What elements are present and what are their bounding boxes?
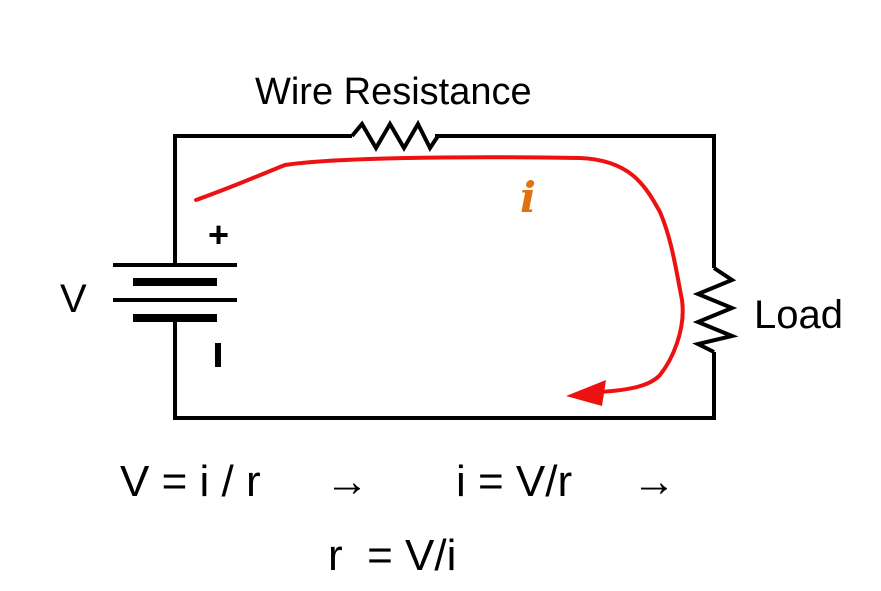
battery-symbol (113, 263, 237, 322)
plus-sign: + (208, 214, 229, 255)
equation-v-equals-i-over-r: V = i / r (120, 457, 261, 506)
wire-resistor-symbol (350, 119, 440, 152)
wire-resistance-label: Wire Resistance (255, 71, 532, 113)
minus-bar (215, 343, 221, 367)
current-path-line (194, 155, 685, 394)
arrow-1: → (325, 457, 369, 506)
equation-i-equals-v-over-r: i = V/r (456, 457, 572, 506)
arrow-2: → (632, 457, 676, 506)
circuit-wires (173, 134, 716, 420)
equation-r-equals-v-over-i: r = V/i (328, 531, 456, 580)
current-label: i (520, 173, 536, 222)
load-resistor-symbol (692, 266, 739, 354)
voltage-label: V (60, 277, 87, 321)
current-arrow-head (566, 380, 606, 406)
load-label: Load (754, 293, 843, 337)
minus-sign: - (213, 367, 214, 369)
